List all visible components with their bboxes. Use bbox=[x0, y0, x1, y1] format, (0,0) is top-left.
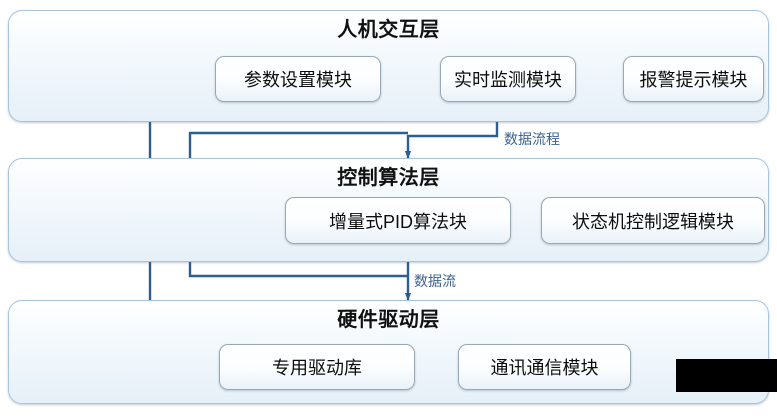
module-alarm-prompt[interactable]: 报警提示模块 bbox=[623, 56, 764, 102]
module-dedicated-driver-lib[interactable]: 专用驱动库 bbox=[219, 344, 415, 390]
module-label: 状态机控制逻辑模块 bbox=[572, 211, 734, 232]
module-state-machine-logic[interactable]: 状态机控制逻辑模块 bbox=[541, 197, 765, 244]
module-comm-module[interactable]: 通讯通信模块 bbox=[458, 344, 631, 390]
module-incremental-pid[interactable]: 增量式PID算法块 bbox=[285, 197, 511, 244]
layer-title-control-algorithm: 控制算法层 bbox=[337, 167, 440, 189]
module-label: 通讯通信模块 bbox=[490, 358, 599, 378]
module-label: 专用驱动库 bbox=[272, 358, 362, 378]
module-param-setting[interactable]: 参数设置模块 bbox=[215, 56, 381, 102]
module-realtime-monitor[interactable]: 实时监测模块 bbox=[440, 56, 576, 102]
flow-label-data-flow: 数据流 bbox=[414, 273, 456, 289]
redaction-block bbox=[676, 359, 777, 392]
layer-title-hmi: 人机交互层 bbox=[337, 19, 440, 41]
module-label: 实时监测模块 bbox=[454, 70, 562, 90]
module-label: 增量式PID算法块 bbox=[328, 211, 467, 232]
module-label: 报警提示模块 bbox=[639, 70, 748, 90]
layer-title-hardware-driver: 硬件驱动层 bbox=[337, 309, 440, 331]
flow-label-data-flow-process: 数据流程 bbox=[504, 131, 560, 147]
module-label: 参数设置模块 bbox=[244, 70, 352, 90]
